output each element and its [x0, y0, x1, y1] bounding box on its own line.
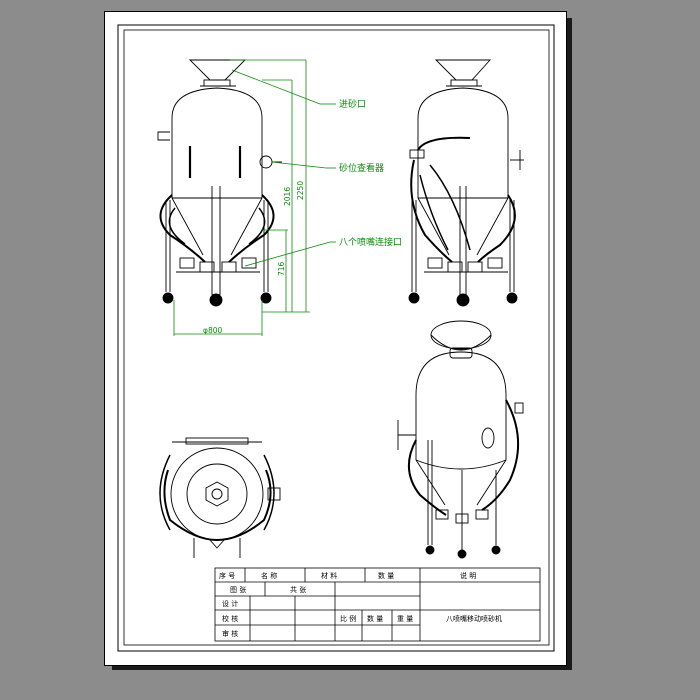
side-view	[408, 59, 524, 307]
dim-height-lower: 716	[277, 261, 286, 276]
dim-height-total: 2250	[296, 181, 305, 200]
tb-header-seq: 序 号	[219, 571, 235, 580]
tb-scale: 比 例	[340, 614, 356, 623]
dim-diameter: φ800	[203, 326, 222, 335]
tb-header-remark: 说 明	[460, 571, 476, 580]
tb-drawing-name: 八喷嘴移动喷砂机	[446, 614, 502, 623]
tb-drawing-label: 图 张	[230, 585, 246, 594]
tb-qty: 数 量	[367, 614, 383, 623]
tb-design: 设 计	[222, 599, 238, 608]
isometric-view	[397, 320, 524, 559]
tb-check: 校 核	[222, 614, 238, 623]
top-view	[159, 437, 281, 558]
tb-sheet-label: 共 张	[290, 585, 306, 594]
caster-wheel-icon	[162, 292, 272, 307]
tb-header-quantity: 数 量	[378, 571, 394, 580]
front-view	[157, 59, 282, 307]
tb-header-material: 材 料	[321, 571, 337, 580]
tb-header-name: 名 称	[261, 571, 277, 580]
title-block	[214, 567, 541, 642]
tb-approve: 审 核	[222, 629, 238, 638]
dim-height-body: 2016	[283, 187, 292, 206]
inner-frame	[123, 29, 550, 646]
callout-sand-level-viewer: 砂位查看器	[339, 162, 384, 174]
tb-weight: 重 量	[397, 615, 413, 623]
callout-nozzle-interface: 八个喷嘴连接口	[339, 236, 402, 248]
dimension-lines	[173, 59, 336, 336]
pressure-tank-icon	[157, 87, 282, 256]
callout-sand-inlet: 进砂口	[339, 98, 366, 110]
hopper-icon	[188, 59, 247, 87]
outer-frame	[117, 24, 555, 652]
